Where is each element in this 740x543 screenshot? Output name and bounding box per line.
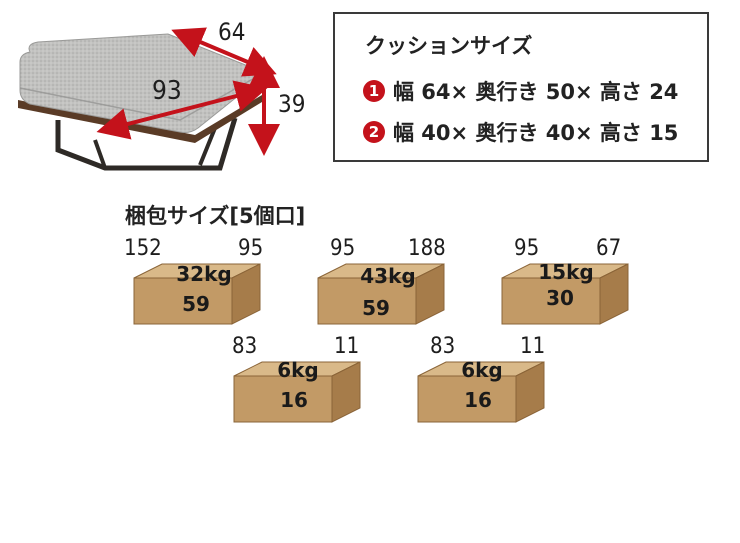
box-dim-right: 11: [520, 334, 546, 359]
box-dim-left: 152: [124, 236, 162, 261]
box-height: 59: [182, 292, 210, 316]
box-height: 59: [362, 296, 390, 320]
cushion-item-text: 幅 40× 奥行き 40× 高さ 15: [393, 121, 679, 145]
box-height: 16: [280, 388, 308, 412]
number-badge-icon: 1: [363, 80, 385, 102]
cardboard-box-icon: [501, 263, 629, 325]
cardboard-box-icon: [417, 361, 545, 423]
cushion-item-2: 2 幅 40× 奥行き 40× 高さ 15: [363, 117, 678, 147]
package-box-3: 95 67 15kg 30: [492, 236, 642, 328]
box-dim-left: 83: [430, 334, 456, 359]
box-dim-left: 95: [514, 236, 540, 261]
cushion-item-text: 幅 64× 奥行き 50× 高さ 24: [393, 80, 679, 104]
box-weight: 6kg: [277, 358, 319, 382]
box-dim-right: 67: [596, 236, 622, 261]
sofa-height-label: 39: [278, 90, 306, 118]
box-weight: 6kg: [461, 358, 503, 382]
cardboard-box-icon: [233, 361, 361, 423]
package-box-4: 83 11 6kg 16: [226, 334, 376, 426]
box-weight: 15kg: [538, 260, 594, 284]
box-height: 30: [546, 286, 574, 310]
cushion-size-panel: クッションサイズ 1 幅 64× 奥行き 50× 高さ 24 2 幅 40× 奥…: [333, 12, 709, 162]
box-dim-right: 188: [408, 236, 446, 261]
packaging-title: 梱包サイズ[5個口]: [125, 204, 306, 228]
box-dim-right: 11: [334, 334, 360, 359]
ottoman-image: [18, 27, 280, 171]
cardboard-box-icon: [317, 263, 445, 325]
depth-arrow: [96, 80, 268, 140]
package-box-2: 95 188 43kg 59: [308, 236, 458, 328]
box-height: 16: [464, 388, 492, 412]
cushion-item-1: 1 幅 64× 奥行き 50× 高さ 24: [363, 76, 678, 106]
number-badge-icon: 2: [363, 121, 385, 143]
box-dim-left: 95: [330, 236, 356, 261]
cardboard-box-icon: [133, 263, 261, 325]
sofa-depth-label: 93: [152, 76, 182, 106]
package-box-5: 83 11 6kg 16: [410, 334, 560, 426]
box-weight: 43kg: [360, 264, 416, 288]
ottoman-illustration: [0, 0, 330, 190]
sofa-width-label: 64: [218, 18, 246, 46]
box-dim-right: 95: [238, 236, 264, 261]
cushion-size-title: クッションサイズ: [365, 34, 533, 58]
box-weight: 32kg: [176, 262, 232, 286]
package-box-1: 152 95 32kg 59: [124, 236, 274, 328]
box-dim-left: 83: [232, 334, 258, 359]
